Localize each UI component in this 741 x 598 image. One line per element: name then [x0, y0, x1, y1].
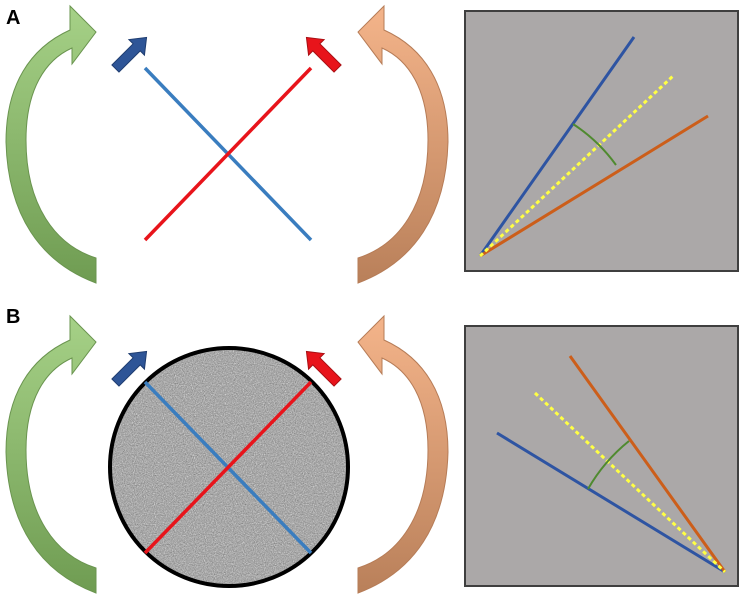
- red-marker-arrow-icon: [305, 36, 342, 73]
- red-line: [143, 66, 313, 242]
- blue-marker-arrow-icon: [111, 36, 148, 73]
- inset-b-angle-arc: [587, 440, 630, 490]
- inset-a-yellow-bisector: [478, 74, 675, 258]
- green-rotation-arrow-icon: [5, 314, 97, 594]
- inset-a-blue-line: [478, 36, 636, 257]
- inset-b-orange-line: [568, 355, 727, 573]
- red-line: [143, 380, 313, 555]
- inset-a: [464, 10, 739, 272]
- inset-a-angle-arc: [572, 123, 617, 166]
- inset-b-blue-line: [496, 431, 726, 574]
- green-rotation-arrow-icon: [5, 4, 97, 284]
- panel-a: A: [5, 4, 739, 284]
- inset-b: [464, 325, 739, 587]
- inset-a-orange-line: [479, 114, 709, 258]
- inset-b-yellow-bisector: [533, 391, 727, 574]
- orange-rotation-arrow-icon: [357, 4, 449, 284]
- orange-rotation-arrow-icon: [357, 314, 449, 594]
- red-marker-arrow-icon: [305, 350, 342, 387]
- panel-b-label: B: [6, 306, 20, 328]
- blue-marker-arrow-icon: [111, 350, 148, 387]
- panel-b: B: [5, 306, 739, 594]
- panel-a-label: A: [6, 7, 20, 29]
